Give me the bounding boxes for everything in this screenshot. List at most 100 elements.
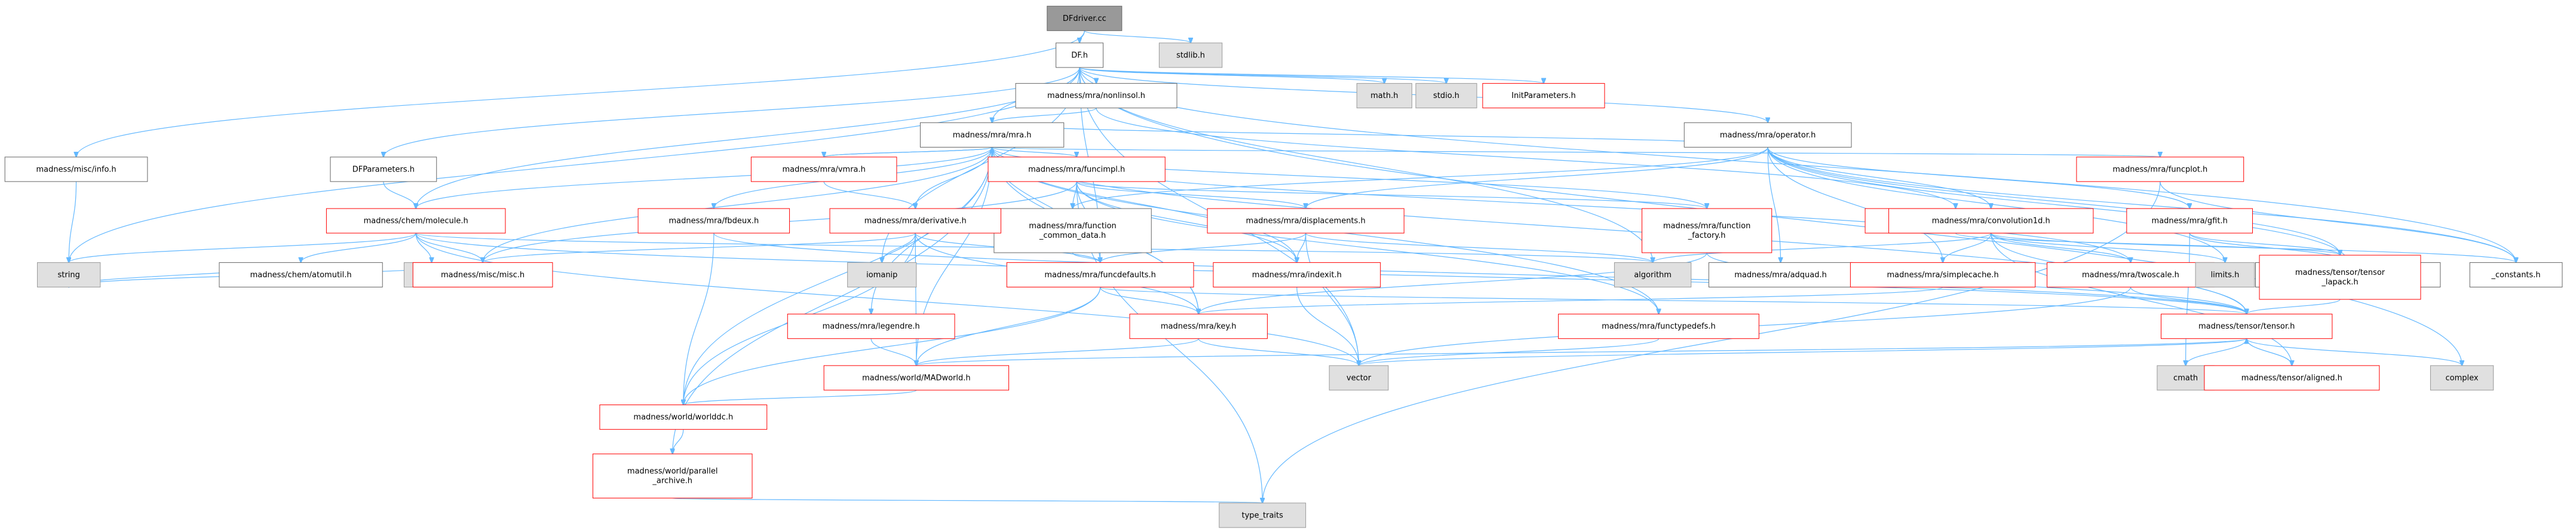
node-box bbox=[1015, 83, 1177, 109]
edge-conv1d-to-twoscale bbox=[1991, 232, 2131, 262]
node-label: madness/world/worlddc.h bbox=[633, 413, 733, 422]
node-label: madness/chem/molecule.h bbox=[364, 217, 468, 226]
node-vmra[interactable]: madness/mra/vmra.h bbox=[750, 157, 897, 182]
node-lapack[interactable]: madness/tensor/tensor_lapack.h bbox=[2259, 255, 2421, 300]
node-typetraits: type_traits bbox=[1219, 503, 1307, 528]
node-box bbox=[1329, 365, 1389, 391]
node-nonlinsol[interactable]: madness/mra/nonlinsol.h bbox=[1015, 83, 1177, 109]
edge-operator-to-adquad bbox=[1767, 147, 1780, 262]
edge-madworld-to-worlddc bbox=[683, 390, 917, 405]
node-worlddc[interactable]: madness/world/worlddc.h bbox=[599, 405, 768, 430]
node-box bbox=[2047, 262, 2215, 287]
node-box bbox=[2469, 262, 2563, 287]
edge-displacements-to-funcdefaults bbox=[1100, 232, 1307, 262]
node-legendre[interactable]: madness/mra/legendre.h bbox=[787, 314, 955, 339]
edge-operator-to-conv1d bbox=[1767, 147, 1991, 209]
node-label: madness/world/parallel bbox=[627, 467, 718, 476]
node-box bbox=[1614, 262, 1692, 287]
node-vector: vector bbox=[1329, 365, 1389, 391]
node-parchive[interactable]: madness/world/parallel_archive.h bbox=[592, 454, 753, 499]
node-root[interactable]: DFdriver.cc bbox=[1047, 5, 1123, 31]
edge-miscinfo-to-string bbox=[69, 181, 77, 263]
node-atomutil[interactable]: madness/chem/atomutil.h bbox=[219, 262, 383, 287]
edge-tensor-to-complex bbox=[2246, 338, 2462, 366]
node-label: cmath bbox=[2173, 373, 2198, 382]
node-gfit[interactable]: madness/mra/gfit.h bbox=[2126, 208, 2253, 234]
edge-DFParameters-to-molecule bbox=[383, 181, 416, 209]
node-box bbox=[1888, 208, 2094, 234]
node-simplecache[interactable]: madness/mra/simplecache.h bbox=[1850, 262, 2036, 287]
edge-vmra-to-derivative bbox=[823, 181, 915, 209]
node-DF[interactable]: DF.h bbox=[1056, 42, 1104, 68]
edge-twoscale-to-tensor bbox=[2130, 287, 2246, 314]
node-miscmisc[interactable]: madness/misc/misc.h bbox=[412, 262, 553, 287]
node-fbdeux[interactable]: madness/mra/fbdeux.h bbox=[637, 208, 790, 234]
node-operator[interactable]: madness/mra/operator.h bbox=[1683, 122, 1852, 148]
edge-nonlinsol-to-tsolvers bbox=[1096, 108, 1955, 209]
node-derivative[interactable]: madness/mra/derivative.h bbox=[829, 208, 1001, 234]
edge-molecule-to-ctype bbox=[415, 233, 431, 262]
node-funcimpl[interactable]: madness/mra/funcimpl.h bbox=[988, 157, 1166, 182]
edge-conv1d-to-simplecache bbox=[1943, 233, 1992, 262]
node-InitParameters[interactable]: InitParameters.h bbox=[1482, 83, 1605, 109]
node-conv1d[interactable]: madness/mra/convolution1d.h bbox=[1888, 208, 2094, 234]
node-label: _common_data.h bbox=[1039, 231, 1106, 240]
node-label: madness/mra/simplecache.h bbox=[1887, 271, 1999, 280]
edge-derivative-to-madworld bbox=[915, 233, 916, 366]
node-box bbox=[599, 405, 768, 430]
node-funcdefaults[interactable]: madness/mra/funcdefaults.h bbox=[1006, 262, 1194, 287]
node-label: _archive.h bbox=[652, 477, 692, 486]
edge-tensor-to-madworld bbox=[916, 338, 2247, 366]
node-key[interactable]: madness/mra/key.h bbox=[1129, 314, 1268, 339]
edge-legendre-to-madworld bbox=[870, 338, 916, 366]
node-box bbox=[326, 208, 506, 234]
node-label: madness/mra/function bbox=[1663, 222, 1751, 231]
node-functypedefs[interactable]: madness/mra/functypedefs.h bbox=[1558, 314, 1759, 339]
edge-fbdeux-to-worlddc bbox=[683, 233, 714, 405]
edge-operator-to-gfit bbox=[1767, 147, 2189, 209]
node-label: madness/mra/function bbox=[1029, 222, 1117, 231]
node-twoscale[interactable]: madness/mra/twoscale.h bbox=[2047, 262, 2215, 287]
node-label: InitParameters.h bbox=[1511, 91, 1576, 100]
node-label: madness/mra/twoscale.h bbox=[2082, 271, 2179, 280]
node-mra[interactable]: madness/mra/mra.h bbox=[919, 122, 1065, 148]
node-box bbox=[2195, 262, 2255, 287]
node-label: madness/mra/vmra.h bbox=[782, 165, 865, 174]
node-fcdata[interactable]: madness/mra/function_common_data.h bbox=[993, 208, 1152, 253]
edge-operator-to-simplecache bbox=[1767, 147, 1943, 262]
node-box bbox=[1850, 262, 2036, 287]
node-label: _factory.h bbox=[1688, 231, 1726, 240]
node-stdlib: stdlib.h bbox=[1158, 42, 1223, 68]
node-displacements[interactable]: madness/mra/displacements.h bbox=[1207, 208, 1404, 234]
node-label: madness/misc/info.h bbox=[36, 165, 116, 174]
node-box bbox=[2160, 314, 2333, 339]
node-adquad[interactable]: madness/mra/adquad.h bbox=[1708, 262, 1853, 287]
edge-gfit-to-lapack bbox=[2189, 232, 2340, 255]
edge-displacements-to-algorithm bbox=[1305, 232, 1653, 262]
node-box bbox=[1129, 314, 1268, 339]
node-label: madness/mra/funcplot.h bbox=[2112, 165, 2207, 174]
node-indexit[interactable]: madness/mra/indexit.h bbox=[1213, 262, 1381, 287]
node-miscinfo[interactable]: madness/misc/info.h bbox=[4, 157, 148, 182]
edge-gfit-to-cmath bbox=[2186, 233, 2190, 366]
node-DFParameters[interactable]: DFParameters.h bbox=[330, 157, 437, 182]
edge-operator-to-fcdata bbox=[1073, 147, 1768, 209]
node-tensor[interactable]: madness/tensor/tensor.h bbox=[2160, 314, 2333, 339]
edge-vmra-to-mra bbox=[823, 147, 992, 158]
node-madworld[interactable]: madness/world/MADworld.h bbox=[823, 365, 1010, 391]
node-funcplot[interactable]: madness/mra/funcplot.h bbox=[2076, 157, 2244, 182]
node-label: limits.h bbox=[2211, 271, 2240, 280]
node-label: string bbox=[58, 271, 80, 280]
node-label: madness/mra/functypedefs.h bbox=[1602, 322, 1716, 331]
node-ffactory[interactable]: madness/mra/function_factory.h bbox=[1641, 208, 1772, 253]
edge-molecule-to-atomutil bbox=[301, 232, 416, 262]
node-constants[interactable]: _constants.h bbox=[2469, 262, 2563, 287]
edge-operator-to-constants bbox=[1767, 147, 2516, 262]
node-label: stdlib.h bbox=[1176, 51, 1205, 60]
node-aligned[interactable]: madness/tensor/aligned.h bbox=[2204, 365, 2380, 391]
edge-funcdefaults-to-worlddc bbox=[683, 287, 1101, 405]
node-molecule[interactable]: madness/chem/molecule.h bbox=[326, 208, 506, 234]
node-box bbox=[2259, 255, 2421, 300]
edge-funcimpl-to-indexit bbox=[1076, 181, 1297, 263]
edge-molecule-to-miscmisc bbox=[415, 232, 483, 262]
